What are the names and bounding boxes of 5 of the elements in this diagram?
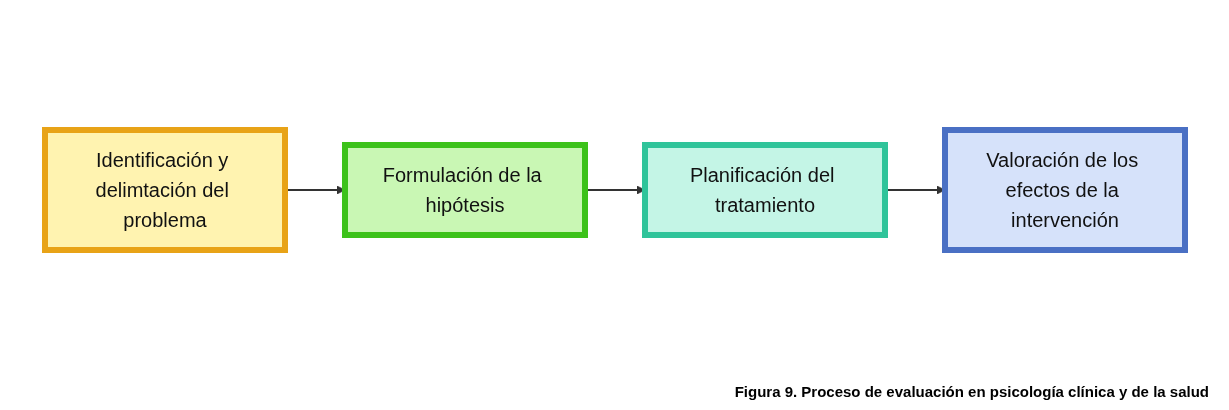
node-box: Valoración de los efectos de la intervención	[941, 126, 1188, 253]
node-box: Planificación del tratamiento	[641, 141, 888, 238]
node-box: Identificación y delimtación del problema	[41, 126, 288, 253]
figure-caption: Figura 9. Proceso de evaluación en psicología clínica y de la salud	[734, 383, 1209, 400]
node-box: Formulación de la hipótesis	[341, 141, 588, 238]
